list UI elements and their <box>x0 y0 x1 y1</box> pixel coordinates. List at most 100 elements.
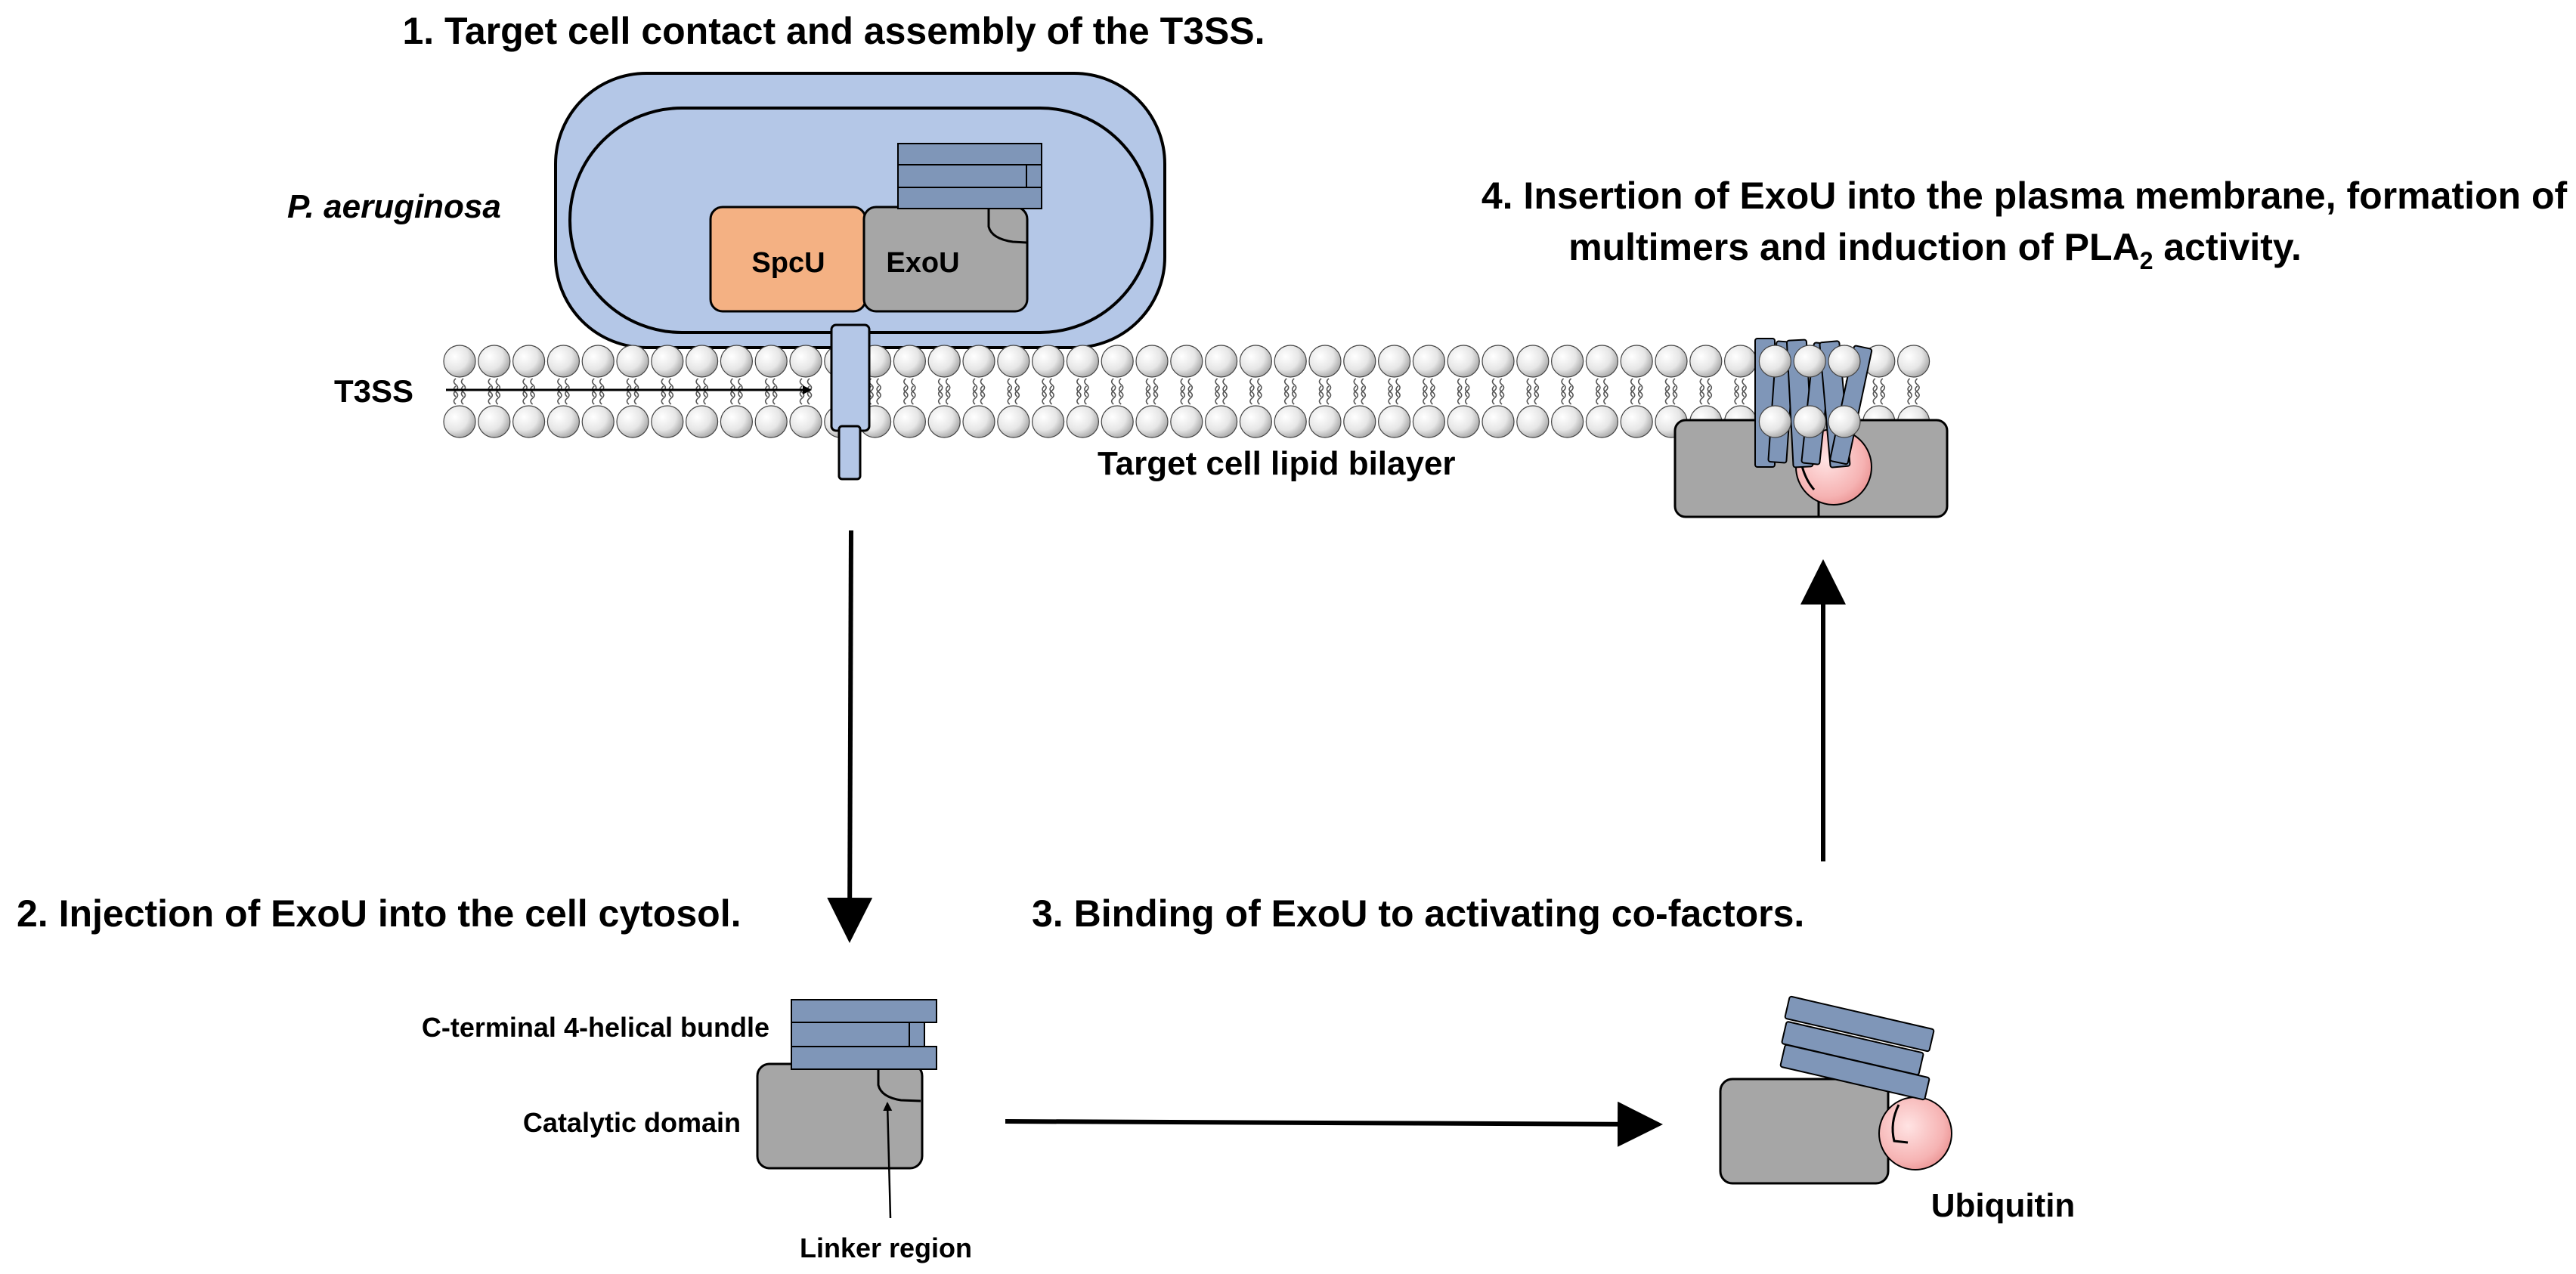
lipid-tail <box>1014 385 1020 405</box>
lipid-head-inner <box>685 405 719 438</box>
lipid-tail <box>1283 378 1290 397</box>
t3ss-needle <box>830 323 871 481</box>
step4-title-line2: multimers and induction of PLA2 activity… <box>1568 226 2302 274</box>
lipid-tail <box>911 378 916 397</box>
lipid-tail <box>703 378 708 397</box>
lipid-tail <box>1734 378 1739 397</box>
lipid-tail <box>1742 378 1747 397</box>
lipid-tail <box>1457 385 1463 405</box>
lipid-tail <box>522 378 528 397</box>
lipid-head-inner <box>1412 405 1446 438</box>
lipid-tail <box>945 385 951 405</box>
lipid-tail <box>1423 385 1428 405</box>
lipid-head-inner <box>1031 405 1065 438</box>
lipid-tail <box>876 385 881 405</box>
lipid-tail <box>460 378 466 397</box>
lipid-tail <box>1084 385 1089 405</box>
spcu-label: SpcU <box>751 247 825 279</box>
lipid-tail <box>1222 378 1228 397</box>
lipid-tail <box>730 378 735 397</box>
lipid-tail <box>1145 385 1151 405</box>
lipid-tail <box>1222 385 1228 405</box>
lipid-tail <box>1672 378 1678 397</box>
lipid-tail <box>972 385 978 405</box>
lipid-tail <box>453 378 459 397</box>
lipid-tail <box>1596 378 1601 397</box>
lipid-tail <box>1526 378 1532 397</box>
lipid-tail <box>1699 385 1705 405</box>
lipid-head-outer <box>1412 345 1446 378</box>
lipid-tail <box>1187 378 1194 397</box>
lipid-head-outer <box>1066 345 1100 378</box>
lipid-head-inner <box>1274 405 1307 438</box>
lipid-tail <box>1076 378 1082 397</box>
lipid-tail <box>1603 378 1608 397</box>
lipid-head-outer <box>720 345 754 378</box>
lipid-tail <box>1353 378 1359 397</box>
lipid-head-outer <box>1447 345 1480 378</box>
lipid-head-inner <box>1585 405 1618 438</box>
target-cell-lipid-bilayer <box>443 345 1930 438</box>
arrow-step2-to-step3 <box>1005 1101 1663 1147</box>
lipid-head-inner <box>789 405 822 438</box>
lipid-tail <box>1153 385 1159 405</box>
lipid-head-outer <box>1377 345 1411 378</box>
lipid-head-inner <box>720 405 754 438</box>
lipid-tail <box>591 378 597 397</box>
lipid-head-outer <box>1655 345 1688 378</box>
lipid-head-outer <box>651 345 684 378</box>
lipid-head-outer <box>1101 345 1134 378</box>
lipid-tail <box>1872 378 1878 397</box>
lipid-head-outer <box>1482 345 1515 378</box>
lipid-head-inner <box>962 405 995 438</box>
helix-step3-1 <box>1784 995 1935 1053</box>
lipid-head-inner <box>1793 405 1826 438</box>
lipid-tail <box>1395 378 1401 397</box>
lipid-head-inner <box>616 405 649 438</box>
lipid-head-outer <box>1758 345 1791 378</box>
lipid-tail <box>1388 385 1393 405</box>
lipid-tail <box>633 378 639 397</box>
lipid-tail <box>1318 378 1324 397</box>
lipid-tail <box>937 378 943 397</box>
linker-region-curve <box>877 1065 921 1102</box>
lipid-head-inner <box>1447 405 1480 438</box>
lipid-head-inner <box>443 405 476 438</box>
catalytic-domain-step3 <box>1719 1078 1890 1185</box>
lipid-head-inner <box>754 405 788 438</box>
catalytic-domain-label: Catalytic domain <box>523 1107 741 1138</box>
lipid-tail <box>903 378 909 397</box>
lipid-head-outer <box>789 345 822 378</box>
lipid-tail <box>488 378 494 397</box>
lipid-tail <box>495 378 501 397</box>
step1-title: 1. Target cell contact and assembly of t… <box>402 10 1265 52</box>
lipid-tail <box>1326 378 1332 397</box>
lipid-tail <box>1215 385 1220 405</box>
lipid-head-outer <box>546 345 581 378</box>
lipid-tail <box>738 378 743 397</box>
lipid-head-inner <box>1170 405 1203 438</box>
helix-1 <box>791 999 937 1023</box>
lipid-head-outer <box>1343 345 1376 378</box>
lipid-head-outer <box>512 345 546 378</box>
lipid-tail <box>1664 385 1670 405</box>
lipid-tail <box>1423 378 1428 397</box>
lipid-head-inner <box>893 405 927 438</box>
lipid-head-outer <box>1135 345 1169 378</box>
lipid-tail <box>1915 385 1920 405</box>
lipid-tail <box>1491 385 1497 405</box>
lipid-head-inner <box>1239 405 1273 438</box>
lipid-tail <box>1491 378 1497 397</box>
helical-bundle-label: C-terminal 4-helical bundle <box>422 1012 769 1043</box>
exou-linker <box>987 209 1027 244</box>
lipid-tail <box>1361 378 1367 397</box>
exou-label: ExoU <box>886 247 959 279</box>
step3-title: 3. Binding of ExoU to activating co-fact… <box>1032 892 1804 935</box>
lipid-tail <box>1430 385 1435 405</box>
linker-step3 <box>1891 1104 1909 1144</box>
lipid-tail <box>980 385 986 405</box>
lipid-tail <box>530 378 535 397</box>
lipid-head-outer <box>1239 345 1273 378</box>
lipid-head-inner <box>1135 405 1169 438</box>
lipid-tail <box>1110 385 1116 405</box>
